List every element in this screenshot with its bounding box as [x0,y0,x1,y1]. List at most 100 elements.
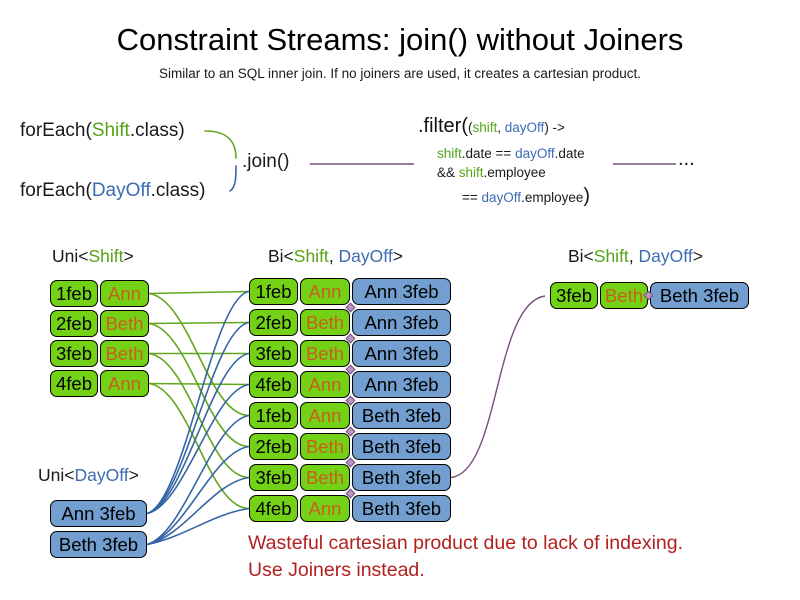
dayoff-cell: Ann 3feb [352,309,451,336]
bi-shift-dayoff-label: Bi<Shift, DayOff> [268,246,403,267]
code-text: && [437,165,459,180]
uni-shift-label: Uni<Shift> [52,246,134,267]
employee-cell: Beth [300,309,350,336]
filter-close-paren: ) [583,185,591,207]
label-text: , [628,246,639,266]
shift-type-token: Shift [593,246,629,266]
shift-param-token: shift [472,120,498,135]
shift1-to-row5-line [148,292,250,417]
label-text: Uni< [52,246,89,266]
row7-to-result-line [450,295,546,479]
shift-type-token: Shift [293,246,329,266]
dayoff-beth-to-row8-line [146,507,250,546]
code-text: ( [468,120,473,135]
dayoff-cell: Beth 3feb [650,282,749,309]
shift-type-token: Shift [88,246,124,266]
date-cell: 4feb [249,371,298,398]
code-filter-line4: == dayOff.employee) [462,185,590,208]
employee-cell: Beth [300,464,350,491]
code-text: .date == [461,146,516,161]
shift-token: shift [458,165,484,180]
code-text: .employee [521,190,584,205]
brace-dayoff-to-join-line [229,165,237,192]
dayoff-ann-to-row4-line [146,383,250,515]
brace-shift-to-join-line [204,130,237,159]
dayoff-ann-to-row1-line [146,290,250,515]
code-ellipsis: ... [678,148,695,170]
dayoff-token: dayOff [515,146,555,161]
label-text: Bi< [268,246,294,266]
code-join: .join() [242,151,290,172]
warning-line1: Wasteful cartesian product due to lack o… [248,532,684,554]
warning-text: Wasteful cartesian product due to lack o… [248,530,683,584]
date-cell: 1feb [249,402,298,429]
label-text: Bi< [568,246,594,266]
code-filter-line2: shift.date == dayOff.date [437,146,585,161]
date-cell: 4feb [249,495,298,522]
date-cell: 1feb [249,278,298,305]
code-text: forEach( [20,180,92,201]
dayoff-cell: Ann 3feb [352,278,451,305]
employee-cell: Beth [600,282,648,309]
employee-cell: Beth [300,433,350,460]
dayoff-type-token: DayOff [338,246,393,266]
code-text: == [462,190,482,205]
employee-cell: Beth [100,340,149,367]
employee-cell: Ann [100,370,149,397]
shift-class-token: Shift [91,120,130,141]
dayoff-beth-to-row7-line [146,476,250,546]
dayoff-beth-to-row6-line [146,445,250,546]
dayoff-row: Ann 3feb [50,500,147,527]
shift2-to-row2-line [148,321,250,325]
employee-cell: Ann [300,402,350,429]
dayoff-ann-to-row3-line [146,352,250,515]
dayoff-param-token: dayOff [504,120,545,135]
label-text: > [392,246,403,266]
slide-subtitle: Similar to an SQL inner join. If no join… [159,66,641,81]
date-cell: 3feb [249,340,298,367]
code-filter-line3: && shift.employee [437,165,546,180]
dayoff-beth-to-row5-line [146,414,250,546]
warning-line2: Use Joiners instead. [248,559,425,581]
filter-head: .filter( [418,115,468,137]
date-cell: 3feb [50,340,98,367]
shift1-to-row1-line [148,290,250,295]
bi-result-label: Bi<Shift, DayOff> [568,246,703,267]
code-text: .class) [150,180,206,201]
date-cell: 2feb [249,433,298,460]
code-text: .date [554,146,585,161]
employee-cell: Beth [100,310,149,337]
dayoff-type-token: DayOff [74,465,129,485]
code-foreach-shift: forEach(Shift.class) [20,120,185,142]
shift2-to-row6-line [148,322,250,448]
employee-cell: Ann [100,280,149,307]
dayoff-token: dayOff [481,190,522,205]
dayoff-class-token: DayOff [91,180,151,201]
dayoff-cell: Ann 3feb [352,371,451,398]
code-text: , [497,120,505,135]
shift-token: shift [437,146,462,161]
slide-title: Constraint Streams: join() without Joine… [116,22,684,57]
label-text: , [328,246,339,266]
shift3-to-row7-line [148,352,250,479]
code-text: forEach( [20,120,92,141]
date-cell: 3feb [550,282,598,309]
code-text: .employee [483,165,546,180]
shift4-to-row4-line [148,382,250,386]
dayoff-cell: Ann 3feb [352,340,451,367]
dayoff-type-token: DayOff [638,246,693,266]
dayoff-cell: Beth 3feb [352,495,451,522]
dayoff-row: Beth 3feb [50,531,147,558]
code-text: ) -> [544,120,565,135]
